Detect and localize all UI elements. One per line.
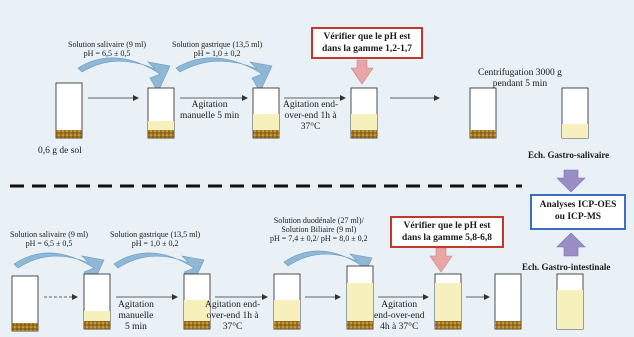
curved-arrow-saliva-bottom [13,252,105,287]
arrow-top-3 [284,95,346,101]
arrow-bottom-6 [466,294,490,300]
top-centrifugation-line1: Centrifugation 3000 g [478,68,562,78]
tube-top-2 [147,87,175,139]
top-reagent1-ph: pH = 6,5 ± 0,5 [83,49,131,58]
bottom-agitation2-label: Agitation end- over-end 1h à 37°C [205,300,260,333]
bottom-reagent3-label: Solution duodénale (27 ml)/ Solution Bil… [270,216,368,243]
down-arrow-bottom [429,247,453,273]
analysis-box: Analyses ICP-OES ou ICP-MS [530,194,626,230]
curved-arrow-gastric-bottom [113,252,205,287]
bottom-reagent1-name: Solution salivaire (9 ml) [10,230,88,239]
top-agitation1-line1: Agitation [191,100,228,110]
tube-top-6 [561,87,589,139]
curved-arrow-saliva-top [77,57,171,93]
tube-bottom-3 [183,273,211,330]
arrow-bottom-4 [305,294,341,300]
top-ph-check-line2: dans la gamme 1,2-1,7 [322,44,412,54]
top-reagent1-name: Solution salivaire (9 ml) [68,40,146,49]
purple-arrow-down [556,169,586,193]
top-agitation1-label: Agitation manuelle 5 min [180,100,239,122]
tube-bottom-1 [11,275,39,332]
tube-top-5 [469,87,497,139]
top-agitation1-line2: manuelle 5 min [180,111,240,121]
arrow-top-2 [180,95,248,101]
arrow-bottom-1 [44,294,78,300]
tube-bottom-8 [556,273,584,330]
arrow-top-4 [390,95,440,101]
top-reagent2-name: Solution gastrique (13,5 ml) [172,40,263,49]
tube-bottom-5 [346,265,374,330]
top-sample-label: 0,6 g de sol [38,146,82,156]
arrow-bottom-2 [116,294,178,300]
tube-bottom-4 [273,273,301,330]
tube-top-3 [252,87,280,139]
bottom-agitation3-line3: 4h à 37°C [380,322,419,332]
analysis-line1: Analyses ICP-OES [539,200,617,210]
arrow-bottom-3 [215,294,268,300]
arrow-bottom-5 [378,294,429,300]
arrow-top-1 [88,95,139,101]
top-centrifugation-line2: pendant 5 min [492,79,548,89]
top-reagent2-ph: pH = 1,0 ± 0,2 [193,49,241,58]
top-agitation2-label: Agitation end- over-end 1h à 37°C [283,100,338,133]
bottom-reagent3-ph: pH = 7,4 ± 0,2/ pH = 8,0 ± 0,2 [270,234,368,243]
tube-bottom-2 [83,273,111,330]
bottom-reagent2-label: Solution gastrique (13,5 ml) pH = 1,0 ± … [110,230,200,248]
bottom-agitation1-label: Agitation manuelle 5 min [118,300,154,333]
top-agitation2-line1: Agitation end- [283,100,339,110]
bottom-reagent3-line2: Solution Biliaire (9 ml) [281,225,357,234]
bottom-agitation2-line3: 37°C [222,322,243,332]
purple-arrow-up [556,232,586,257]
bottom-agitation1-line3: 5 min [124,322,147,332]
bottom-agitation3-line1: Agitation [381,300,418,310]
top-agitation2-line2: over-end 1h à [284,111,337,121]
bottom-result-label: Ech. Gastro-intestinale [522,262,611,272]
tube-bottom-7 [494,273,522,330]
top-reagent1-label: Solution salivaire (9 ml) pH = 6,5 ± 0,5 [68,40,146,58]
tube-bottom-6 [434,273,462,330]
down-arrow-top [350,59,374,85]
bottom-agitation1-line1: Agitation [118,300,154,310]
bottom-reagent1-ph: pH = 6,5 ± 0,5 [25,239,73,248]
top-agitation2-line3: 37°C [300,122,321,132]
tube-top-4 [350,87,378,139]
bottom-ph-check-line1: Vérifier que le pH est [403,221,491,231]
curved-arrow-gastric-top [175,57,273,93]
top-ph-check-line1: Vérifier que le pH est [323,32,411,42]
tube-top-1 [55,82,83,139]
bottom-reagent3-line1: Solution duodénale (27 ml)/ [273,216,364,225]
bottom-agitation3-line2: end-over-end [374,311,425,321]
analysis-line2: ou ICP-MS [554,212,602,222]
bottom-reagent1-label: Solution salivaire (9 ml) pH = 6,5 ± 0,5 [10,230,88,248]
bottom-agitation2-line2: over-end 1h à [206,311,259,321]
top-ph-check-box: Vérifier que le pH est dans la gamme 1,2… [311,27,423,59]
bottom-reagent2-name: Solution gastrique (13,5 ml) [110,230,201,239]
bottom-agitation1-line2: manuelle [118,311,154,321]
top-result-label: Ech. Gastro-salivaire [528,150,610,160]
top-centrifugation-label: Centrifugation 3000 g pendant 5 min [478,68,562,90]
bottom-ph-check-box: Vérifier que le pH est dans la gamme 5,8… [390,216,504,248]
bottom-ph-check-line2: dans la gamme 5,8-6,8 [402,233,492,243]
bottom-agitation3-label: Agitation end-over-end 4h à 37°C [374,300,424,333]
top-reagent2-label: Solution gastrique (13,5 ml) pH = 1,0 ± … [172,40,262,58]
bottom-reagent2-ph: pH = 1,0 ± 0,2 [131,239,179,248]
bottom-agitation2-line1: Agitation end- [205,300,261,310]
